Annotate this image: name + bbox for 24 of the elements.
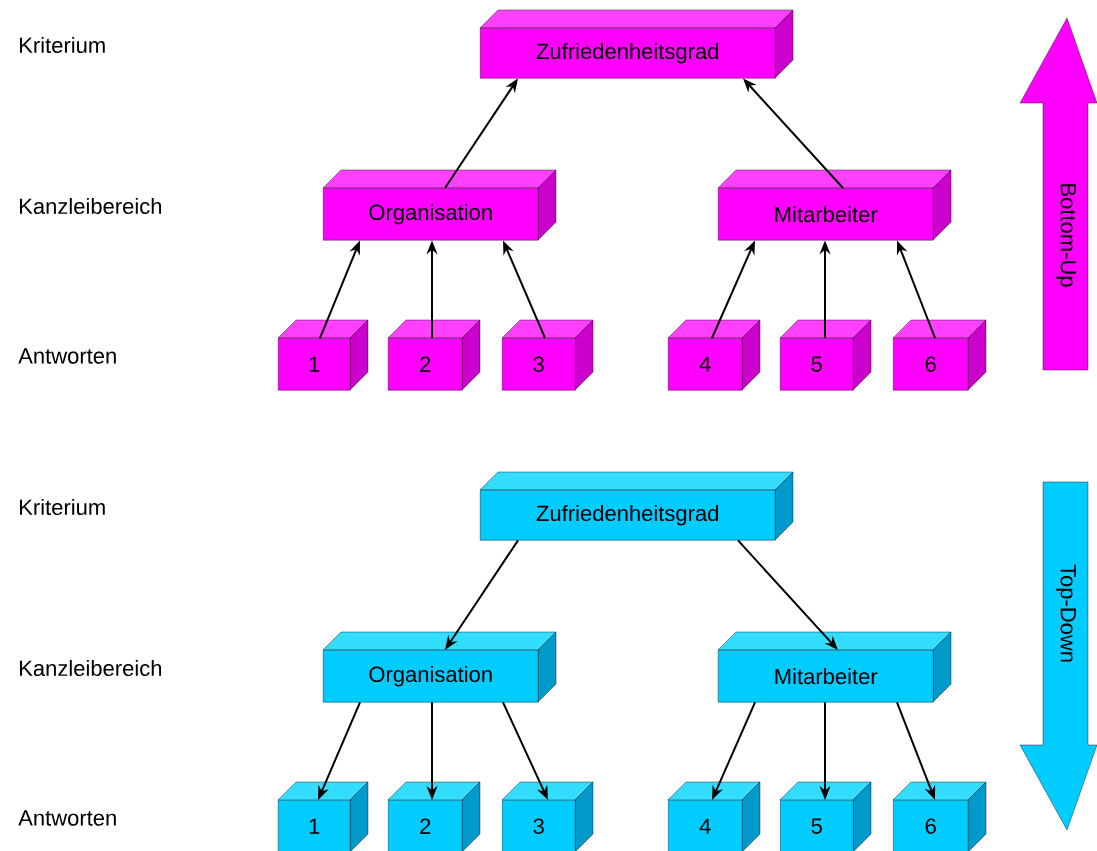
- level-label: Kanzleibereich: [20, 197, 162, 215]
- cube-box: Zufriedenheitsgrad: [479, 9, 794, 79]
- cube-box: Mitarbeiter: [717, 169, 952, 241]
- cube-box: Organisation: [322, 169, 557, 241]
- cube-box: Organisation: [322, 631, 557, 703]
- cube-box: 4: [667, 781, 761, 851]
- cube-box: 6: [892, 781, 987, 851]
- cube-box: 4: [667, 319, 761, 391]
- cube-box: Mitarbeiter: [717, 631, 952, 703]
- cube-box: 1: [277, 319, 369, 391]
- cube-box: 3: [501, 319, 594, 391]
- cube-box: 5: [779, 781, 872, 851]
- level-label: Kriterium: [20, 498, 105, 516]
- cube-box: 2: [387, 319, 481, 391]
- cube-box: 2: [387, 781, 481, 851]
- level-label: Antworten: [18, 810, 116, 826]
- level-label: Kriterium: [20, 36, 105, 54]
- cube-box: 1: [277, 781, 369, 851]
- level-label: Kanzleibereich: [20, 659, 162, 677]
- level-label: Antworten: [18, 348, 116, 364]
- cube-box: Zufriedenheitsgrad: [479, 471, 794, 541]
- cube-box: 5: [779, 319, 872, 391]
- cube-box: 6: [892, 319, 987, 391]
- cube-box: 3: [501, 781, 594, 851]
